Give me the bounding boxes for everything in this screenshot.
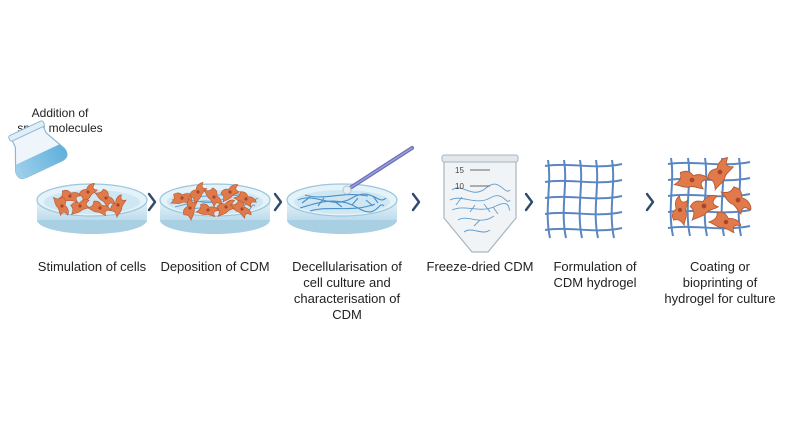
arrow-icon-3 <box>411 192 421 212</box>
step-5-label: Formulation of CDM hydrogel <box>553 259 637 290</box>
dish-3-illustration <box>286 146 414 234</box>
step-4-label: Freeze-dried CDM <box>426 259 534 274</box>
mesh-with-cells-illustration <box>667 155 754 239</box>
arrow-icon-4 <box>524 192 534 212</box>
hydrogel-mesh-illustration <box>544 159 623 239</box>
pipette-icon <box>342 146 414 195</box>
step-arrows <box>147 192 655 212</box>
arrow-icon-2 <box>273 192 283 212</box>
flask-icon <box>8 120 68 179</box>
step-2-label: Deposition of CDM <box>160 259 270 274</box>
tube-mark-10: 10 <box>455 182 464 191</box>
arrow-icon-1 <box>147 192 157 212</box>
step-3-label: Decellularisation of cell culture and ch… <box>292 259 402 322</box>
step-6-label: Coating or bioprinting of hydrogel for c… <box>664 259 776 306</box>
step-1-label: Stimulation of cells <box>37 259 147 274</box>
note-line-1: Addition of <box>31 106 89 120</box>
dish-1-illustration <box>36 181 148 234</box>
arrow-icon-5 <box>645 192 655 212</box>
falcon-tube-illustration: 15 10 <box>441 154 519 253</box>
dish-2-illustration <box>159 180 271 234</box>
tube-mark-15: 15 <box>455 166 464 175</box>
